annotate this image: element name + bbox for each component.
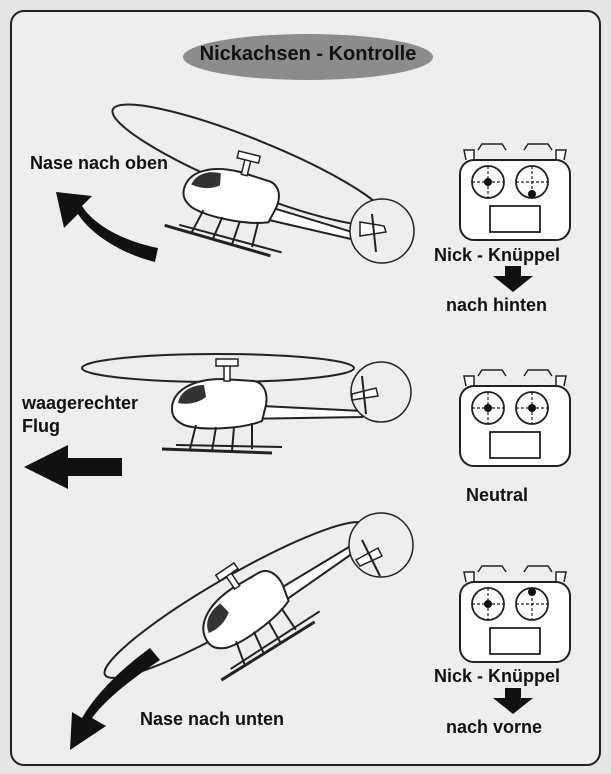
title-badge: Nickachsen - Kontrolle: [183, 34, 433, 80]
label-nose-down: Nase nach unten: [140, 709, 285, 729]
transmitter-stick-back: [459, 143, 571, 241]
label-level-line2: Flug: [22, 416, 60, 436]
label-neutral: Neutral: [466, 485, 529, 505]
helicopter-nose-down: [103, 492, 414, 685]
label-nose-up: Nase nach oben: [30, 153, 169, 173]
transmitter-stick-forward: [459, 565, 571, 663]
label-level-line1: waagerechter: [22, 393, 139, 413]
helicopter-level: [81, 353, 412, 455]
helicopter-nose-up: [111, 103, 415, 280]
transmitter-neutral: [459, 369, 571, 467]
page-title: Nickachsen - Kontrolle: [199, 43, 417, 65]
arrow-down-left-icon: [70, 648, 160, 750]
label-direction-forward: nach vorne: [446, 717, 543, 737]
label-direction-back: nach hinten: [446, 295, 548, 315]
arrow-down-icon-2: [493, 688, 533, 714]
arrow-up-left-icon: [56, 192, 158, 262]
title-ellipse: [183, 34, 433, 80]
arrow-down-icon: [493, 266, 533, 292]
arrow-left-icon: [24, 445, 122, 489]
label-stick-1: Nick - Knüppel: [434, 245, 561, 265]
label-stick-3: Nick - Knüppel: [434, 666, 561, 686]
